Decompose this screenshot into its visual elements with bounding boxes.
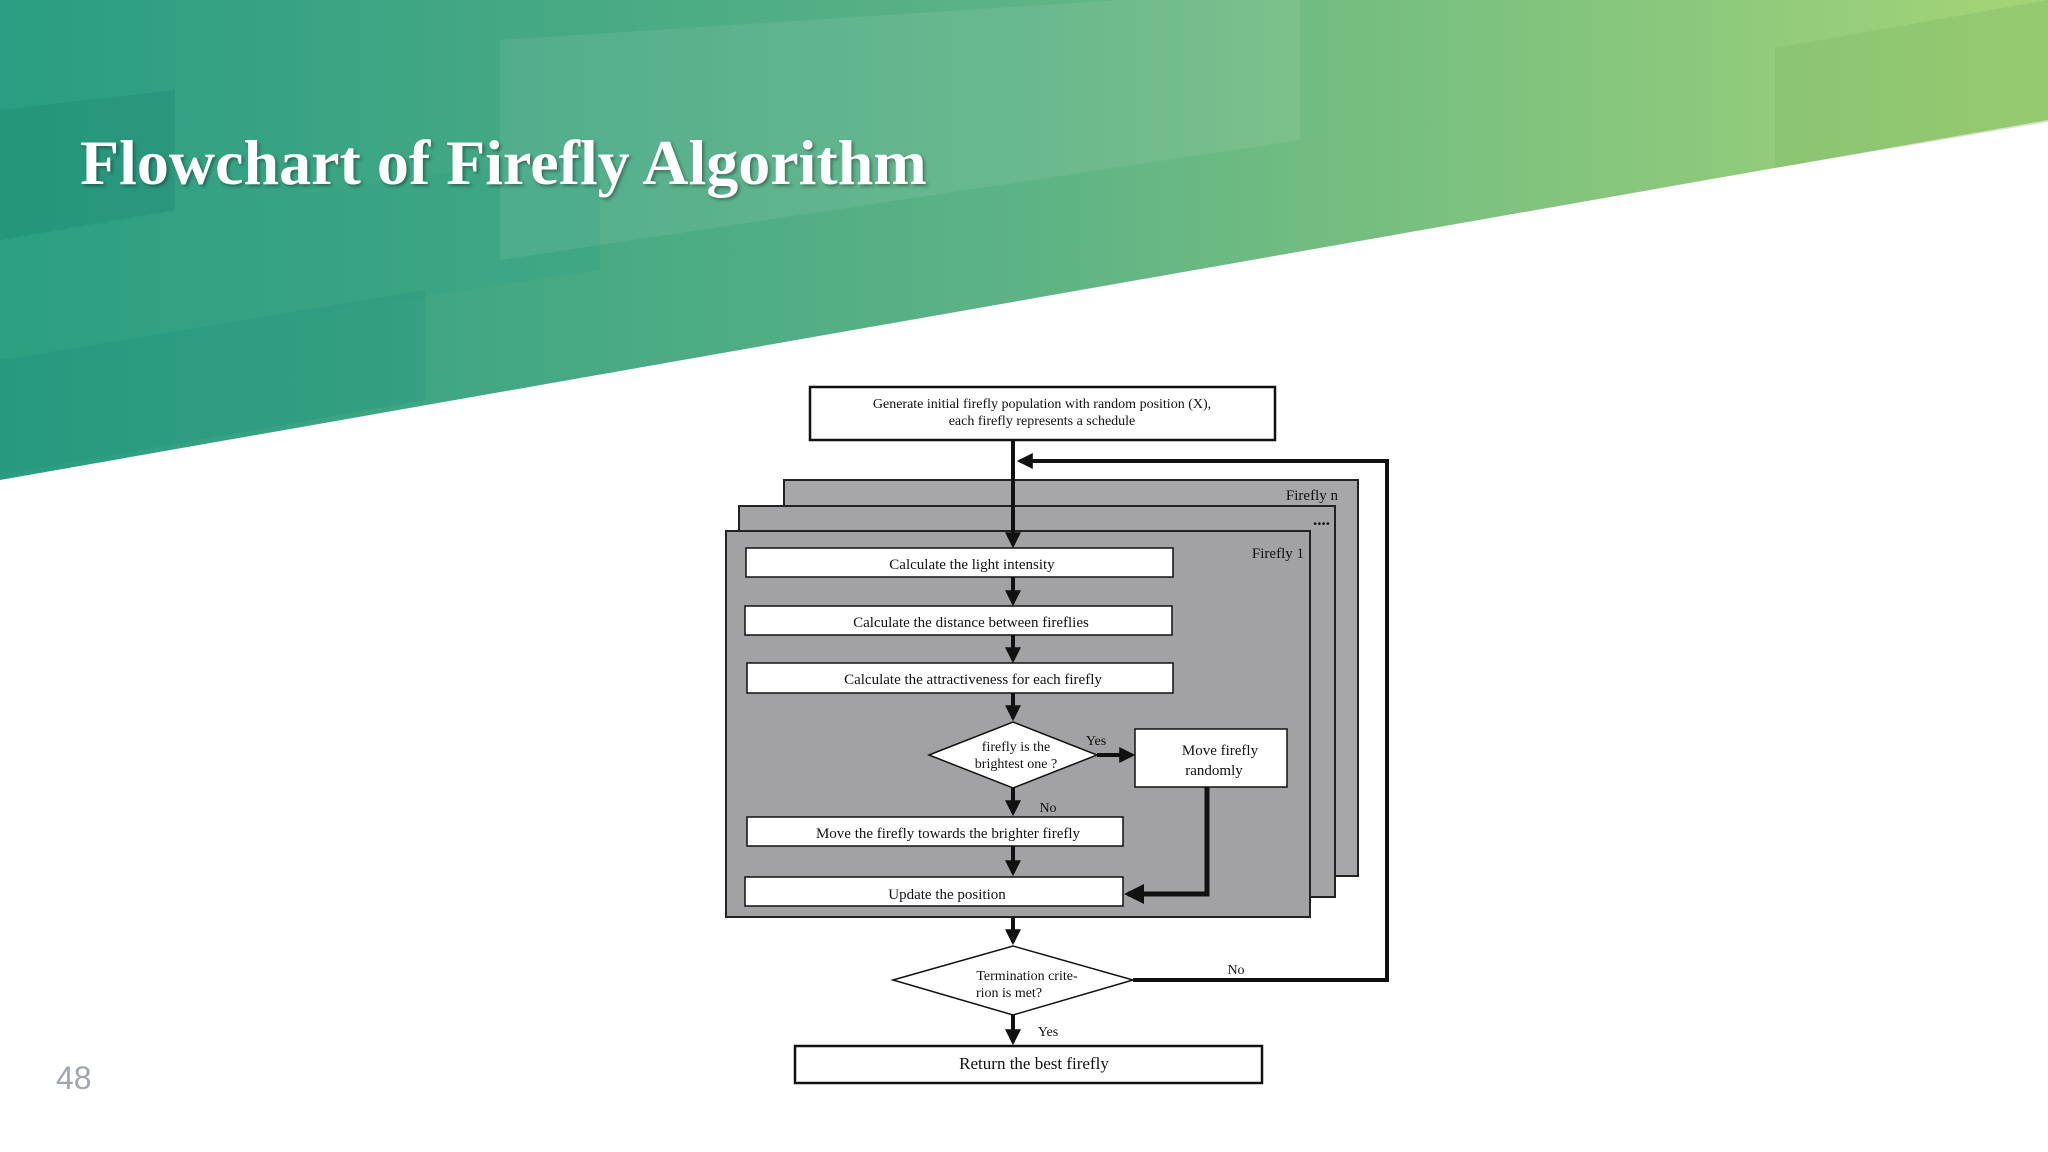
arrow-random-to-update [1124,787,1210,904]
init-population-box [808,385,1277,442]
decision-line-1: firefly is the [982,740,1050,755]
move-towards-label: Move the firefly towards the brighter fi… [816,826,1081,842]
attractiveness-box [746,662,1174,694]
slide-title: Flowchart of Firefly Algorithm [80,127,927,198]
firefly-1-label: Firefly 1 [1252,546,1304,562]
update-position-label: Update the position [888,887,1006,903]
banner-accent [500,0,1300,260]
distance-label: Calculate the distance between fireflies [853,615,1089,631]
termination-no-label: No [1227,963,1244,978]
light-intensity-box [745,547,1174,578]
banner-shape [0,0,2048,480]
banner-accent [0,150,600,360]
banner-accent [0,290,425,475]
banner-accent [0,90,175,240]
attractiveness-label: Calculate the attractiveness for each fi… [844,672,1102,688]
banner-accent [1775,0,2048,168]
move-towards-box [746,816,1124,847]
no-label: No [1039,801,1056,816]
move-randomly-box [1134,728,1288,788]
init-line-2: each firefly represents a schedule [949,414,1136,429]
termination-yes-label: Yes [1038,1025,1058,1040]
distance-box [744,605,1173,636]
light-intensity-label: Calculate the light intensity [889,557,1055,573]
move-randomly-line-2: randomly [1185,763,1243,779]
ellipsis-label: .... [1313,510,1330,529]
termination-line-1: Termination crite- [976,969,1078,984]
yes-label: Yes [1086,734,1106,749]
return-best-box [793,1044,1264,1085]
update-position-box [744,876,1124,907]
loop-back-arrow [1016,453,1389,982]
init-line-1: Generate initial firefly population with… [873,397,1211,412]
termination-line-2: rion is met? [976,986,1042,1001]
firefly-n-label: Firefly n [1286,488,1339,504]
decision-line-2: brightest one ? [975,757,1057,772]
page-number: 48 [56,1060,92,1096]
move-randomly-line-1: Move firefly [1182,743,1259,759]
return-best-label: Return the best firefly [959,1054,1109,1073]
